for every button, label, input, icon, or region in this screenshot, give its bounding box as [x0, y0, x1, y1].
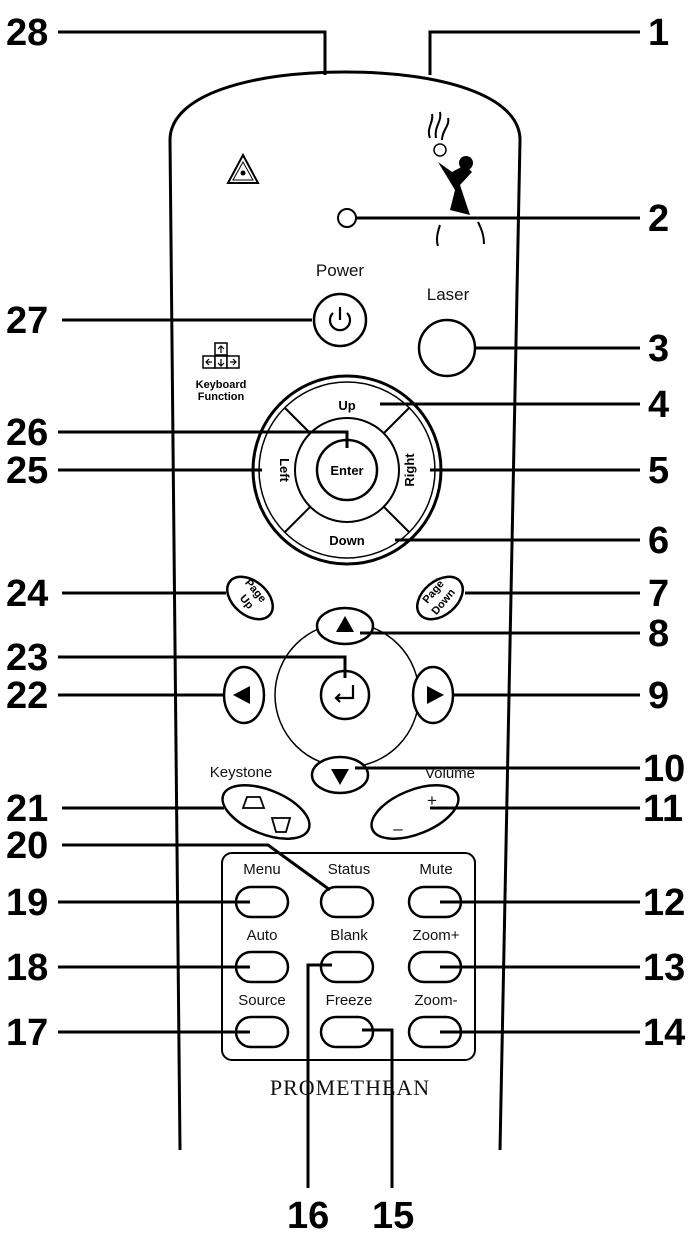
volume-minus: –: [393, 819, 403, 838]
callout-2: 2: [648, 198, 669, 240]
source-label: Source: [238, 992, 286, 1009]
arrow-down-button[interactable]: [310, 755, 370, 795]
arrow-right-button[interactable]: [411, 665, 455, 725]
status-label: Status: [328, 861, 371, 878]
brand-logo: PROMETHEAN: [270, 1075, 430, 1100]
remote-body-outline: [168, 70, 522, 1151]
zoom-in-label: Zoom+: [412, 927, 459, 944]
leader-20: [62, 843, 331, 892]
callout-23: 23: [6, 637, 48, 679]
laser-button[interactable]: [417, 318, 477, 378]
callout-21: 21: [6, 788, 48, 830]
page-up-button[interactable]: Page Up: [219, 568, 281, 627]
leader-26: [58, 430, 349, 448]
volume-button[interactable]: + –: [364, 774, 466, 849]
presenter-figure-icon: [427, 111, 485, 247]
keystone-trapezoid-bottom-icon: [270, 817, 292, 833]
callout-8: 8: [648, 613, 669, 655]
triangle-right-icon: [427, 686, 444, 704]
laser-label: Laser: [427, 285, 470, 304]
status-button[interactable]: [319, 885, 375, 919]
volume-plus: +: [427, 791, 437, 810]
callout-6: 6: [648, 520, 669, 562]
callout-4: 4: [648, 384, 669, 426]
keystone-trapezoid-top-icon: [241, 796, 266, 809]
triangle-down-icon: [331, 769, 349, 785]
mute-label: Mute: [419, 861, 452, 878]
callout-17: 17: [6, 1012, 48, 1054]
callout-5: 5: [648, 450, 669, 492]
callout-14: 14: [643, 1012, 685, 1054]
callout-24: 24: [6, 573, 48, 615]
blank-button[interactable]: [319, 950, 375, 984]
callout-22: 22: [6, 675, 48, 717]
keystone-button[interactable]: [215, 774, 317, 849]
callout-27: 27: [6, 300, 48, 342]
callout-16: 16: [287, 1195, 329, 1237]
callout-3: 3: [648, 328, 669, 370]
page-down-button[interactable]: Page Down: [409, 568, 471, 627]
leader-16: [306, 963, 332, 1188]
volume-label: Volume: [425, 765, 475, 782]
menu-label: Menu: [243, 861, 281, 878]
leader-15: [362, 1028, 394, 1188]
keyboard-label-line2: Function: [198, 391, 245, 403]
callout-19: 19: [6, 882, 48, 924]
callout-15: 15: [372, 1195, 414, 1237]
status-led: [337, 208, 357, 228]
leader-1: [428, 30, 640, 75]
dpad-left-button[interactable]: Left: [277, 458, 292, 483]
callout-7: 7: [648, 573, 669, 615]
callout-1: 1: [648, 12, 669, 54]
arrow-left-button[interactable]: [222, 665, 266, 725]
callout-18: 18: [6, 947, 48, 989]
auto-label: Auto: [247, 927, 278, 944]
callout-10: 10: [643, 748, 685, 790]
return-arrow-icon: [334, 685, 355, 703]
callout-12: 12: [643, 882, 685, 924]
dpad-up-button[interactable]: Up: [338, 398, 355, 413]
keystone-label: Keystone: [210, 764, 273, 781]
leader-28: [58, 30, 327, 75]
callout-13: 13: [643, 947, 685, 989]
triangle-up-icon: [336, 616, 354, 632]
blank-label: Blank: [330, 927, 368, 944]
arrow-enter-button[interactable]: [319, 669, 371, 721]
keyboard-label-line1: Keyboard: [196, 379, 247, 391]
arrow-up-button[interactable]: [315, 606, 375, 646]
zoom-out-label: Zoom-: [414, 992, 457, 1009]
callout-25: 25: [6, 450, 48, 492]
dpad-right-button[interactable]: Right: [402, 453, 417, 487]
dpad-down-button[interactable]: Down: [329, 533, 364, 548]
callout-26: 26: [6, 412, 48, 454]
leader-23: [58, 655, 347, 678]
power-icon: [328, 312, 352, 332]
callout-28: 28: [6, 12, 48, 54]
function-button-panel: [221, 852, 476, 1061]
freeze-button[interactable]: [319, 1015, 375, 1049]
callout-20: 20: [6, 825, 48, 867]
triangle-left-icon: [233, 686, 250, 704]
keyboard-function-icon: [202, 342, 240, 369]
enter-label: Enter: [330, 463, 363, 478]
freeze-label: Freeze: [326, 992, 373, 1009]
power-button[interactable]: [312, 292, 368, 348]
power-label: Power: [316, 261, 365, 280]
callout-9: 9: [648, 675, 669, 717]
callout-11: 11: [643, 788, 683, 830]
laser-warning-icon: [226, 152, 260, 184]
